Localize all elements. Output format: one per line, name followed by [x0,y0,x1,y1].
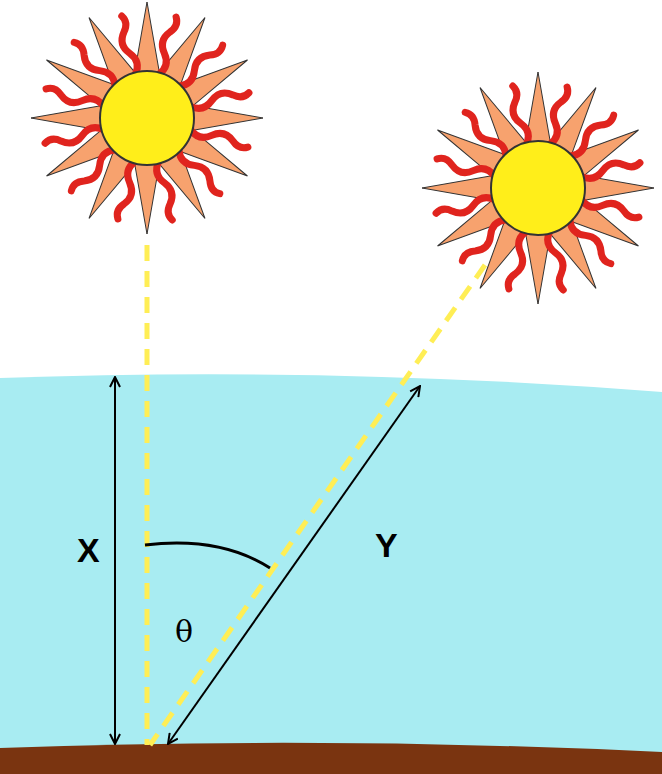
water [0,374,662,752]
angle-arc [145,543,270,568]
symbol-label: Y [375,528,398,562]
sun-overhead [31,2,263,234]
symbol-label: X [77,533,100,567]
vertical-ray [145,245,150,745]
depth-arrow [114,377,116,744]
slanted-ray [150,265,485,745]
seabed [0,743,662,774]
sun-angled [422,72,654,304]
path-length-arrow [168,386,420,744]
symbol-label: θ [175,617,193,647]
